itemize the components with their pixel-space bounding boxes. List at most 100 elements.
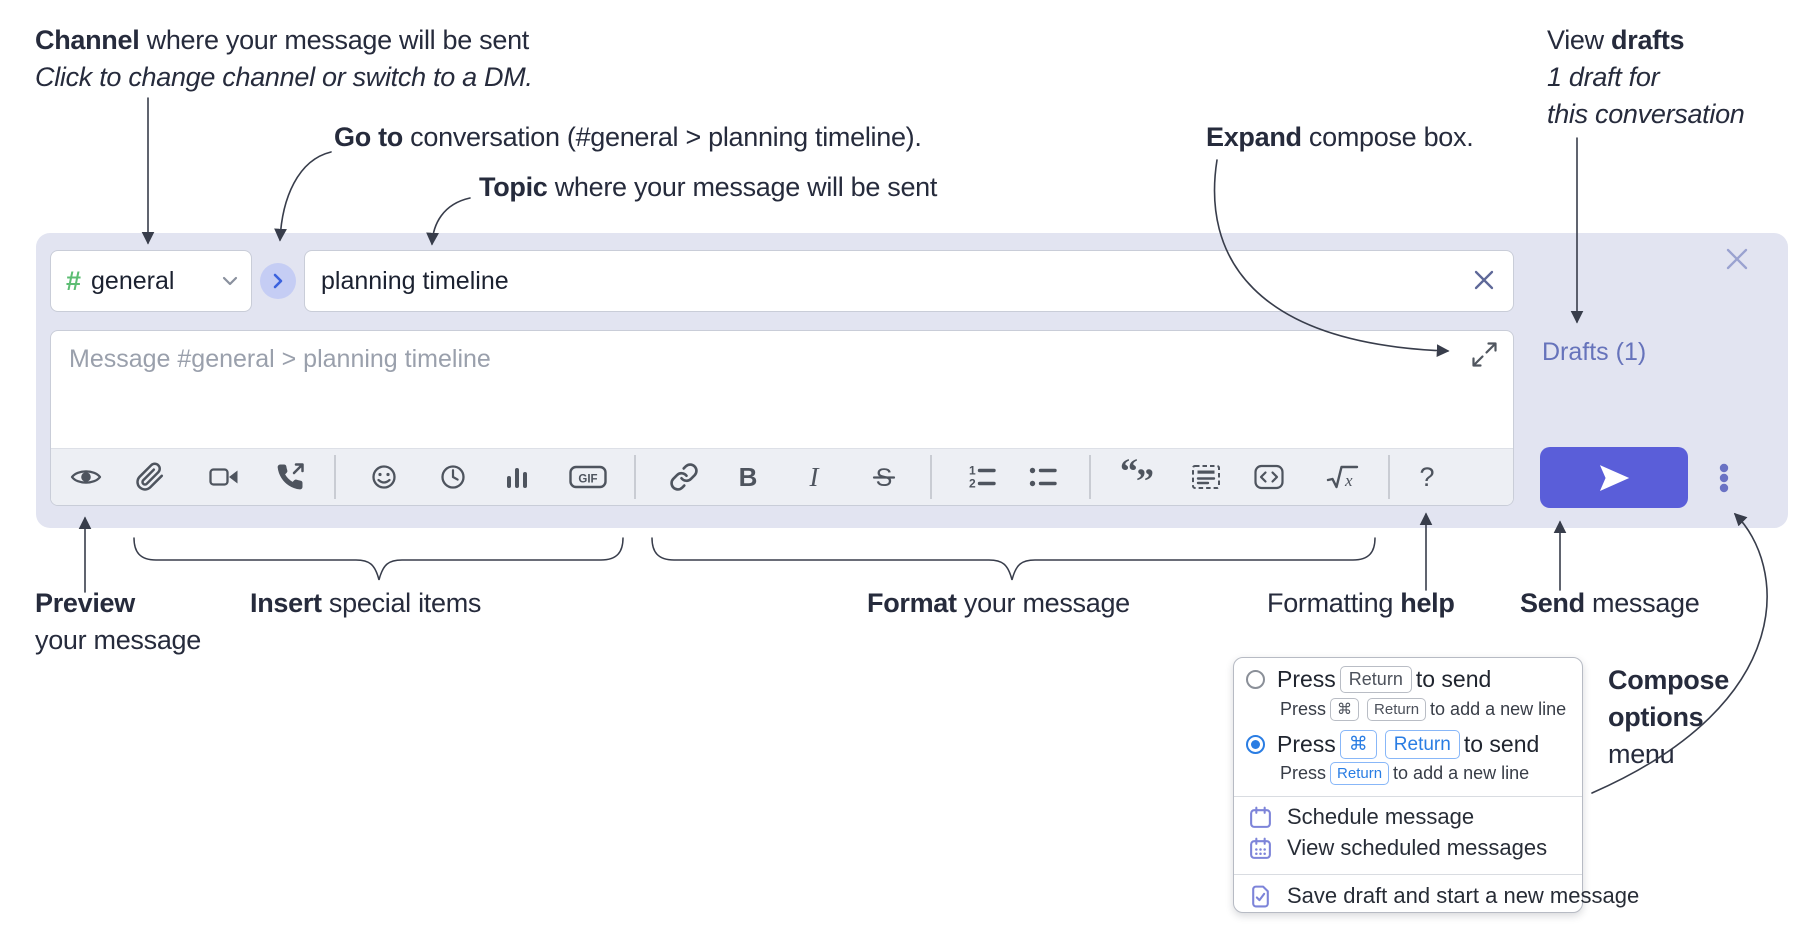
goto-annotation: Go to conversation (#general > planning … xyxy=(334,122,922,152)
add-poll-button[interactable] xyxy=(497,457,537,497)
expand-icon xyxy=(1471,342,1497,367)
drafts-link[interactable]: Drafts (1) xyxy=(1542,338,1647,366)
compose-toolbar: GIF B xyxy=(51,448,1513,505)
insert-annotation: Insert special items xyxy=(250,588,482,618)
spoiler-icon xyxy=(1192,465,1220,489)
calendar-icon xyxy=(1250,806,1271,828)
spoiler-button[interactable] xyxy=(1186,457,1226,497)
code-button[interactable] xyxy=(1249,457,1289,497)
clear-topic-button[interactable] xyxy=(1471,268,1497,294)
compose-box: # general xyxy=(36,233,1788,528)
close-icon xyxy=(1474,270,1494,290)
kbd-return: Return xyxy=(1384,730,1460,759)
save-draft-icon xyxy=(1252,885,1269,907)
preview-button[interactable] xyxy=(66,457,106,497)
link-icon xyxy=(670,463,698,491)
paperclip-icon xyxy=(136,462,164,491)
quote-button[interactable]: “ ” xyxy=(1117,457,1157,497)
toolbar-divider xyxy=(634,455,636,499)
kbd-return: Return xyxy=(1330,762,1390,785)
bulleted-list-icon xyxy=(1029,467,1057,487)
close-compose-button[interactable] xyxy=(1722,245,1752,275)
send-option-return[interactable]: Press Return to send xyxy=(1246,666,1491,693)
channel-annotation: Channel where your message will be sent … xyxy=(35,25,533,92)
svg-text:GIF: GIF xyxy=(578,474,597,486)
video-camera-icon xyxy=(209,468,238,486)
popup-divider xyxy=(1234,874,1582,875)
send-button[interactable] xyxy=(1540,447,1688,508)
save-draft-item[interactable]: Save draft and start a new message xyxy=(1248,883,1639,909)
format-annotation: Format your message xyxy=(867,588,1130,618)
strikethrough-button[interactable]: S xyxy=(864,457,904,497)
svg-text:I: I xyxy=(809,462,821,492)
compose-options-popup: Press Return to send Press ⌘ Return to a… xyxy=(1233,657,1639,913)
toolbar-divider xyxy=(930,455,932,499)
square-root-icon: x xyxy=(1326,465,1359,490)
topic-input-wrap xyxy=(304,250,1514,312)
italic-icon: I xyxy=(809,462,821,492)
insert-brace xyxy=(133,537,624,581)
add-gif-button[interactable]: GIF xyxy=(566,457,610,497)
strikethrough-icon: S xyxy=(872,464,896,492)
schedule-message-item[interactable]: Schedule message xyxy=(1248,804,1474,830)
svg-text:“: “ xyxy=(1120,459,1138,491)
math-button[interactable]: x xyxy=(1323,457,1363,497)
link-button[interactable] xyxy=(664,457,704,497)
goto-arrow xyxy=(274,151,332,242)
quote-icon: “ ” xyxy=(1120,459,1154,495)
go-to-conversation-button[interactable] xyxy=(260,263,296,299)
compose-options-button[interactable] xyxy=(1706,460,1742,496)
svg-text:B: B xyxy=(739,462,758,492)
smiley-icon xyxy=(372,465,396,489)
clock-icon xyxy=(441,465,465,489)
channel-selector[interactable]: # general xyxy=(50,250,252,312)
numbered-list-button[interactable]: 1 2 xyxy=(962,457,1002,497)
add-global-time-button[interactable] xyxy=(433,457,473,497)
add-voice-call-button[interactable] xyxy=(270,457,310,497)
svg-text:?: ? xyxy=(1419,462,1434,492)
italic-button[interactable]: I xyxy=(794,457,834,497)
chevron-right-icon xyxy=(273,273,283,289)
bold-button[interactable]: B xyxy=(728,457,768,497)
preview-annotation: Preview your message xyxy=(35,588,201,655)
kbd-cmd: ⌘ xyxy=(1330,698,1360,721)
bulleted-list-button[interactable] xyxy=(1023,457,1063,497)
toolbar-divider xyxy=(334,455,336,499)
svg-text:”: ” xyxy=(1136,461,1154,495)
formatting-help-button[interactable]: ? xyxy=(1407,457,1447,497)
expand-annotation: Expand compose box. xyxy=(1206,122,1474,152)
svg-text:1: 1 xyxy=(969,464,976,478)
bar-chart-icon xyxy=(507,468,527,488)
formatting-help-annotation: Formatting help xyxy=(1267,588,1455,618)
expand-compose-button[interactable] xyxy=(1469,341,1499,371)
format-brace xyxy=(651,537,1376,581)
attach-file-button[interactable] xyxy=(130,457,170,497)
message-box: GIF B xyxy=(50,330,1514,506)
toolbar-divider xyxy=(1388,455,1390,499)
message-input[interactable] xyxy=(51,331,1469,445)
numbered-list-icon: 1 2 xyxy=(969,464,996,491)
eye-icon xyxy=(70,470,102,484)
radio-selected-icon[interactable] xyxy=(1246,735,1265,754)
view-scheduled-messages-item[interactable]: View scheduled messages xyxy=(1248,835,1547,861)
chevron-down-icon xyxy=(222,276,238,286)
compose-options-annotation: Compose options menu xyxy=(1608,665,1729,769)
gif-icon: GIF xyxy=(569,465,607,489)
kbd-return: Return xyxy=(1339,666,1412,693)
code-icon xyxy=(1254,464,1284,490)
drafts-annotation: View drafts 1 draft for this conversatio… xyxy=(1547,25,1745,129)
send-annotation: Send message xyxy=(1520,588,1700,618)
vertical-ellipsis-icon xyxy=(1719,463,1729,493)
toolbar-divider xyxy=(1089,455,1091,499)
phone-call-icon xyxy=(277,463,304,490)
emoji-button[interactable] xyxy=(364,457,404,497)
kbd-cmd: ⌘ xyxy=(1339,730,1377,759)
topic-input[interactable] xyxy=(321,251,1461,311)
radio-unselected-icon[interactable] xyxy=(1246,670,1265,689)
send-option-return-subtext: Press ⌘ Return to add a new line xyxy=(1280,698,1567,721)
add-video-call-button[interactable] xyxy=(204,457,244,497)
bold-icon: B xyxy=(739,462,758,492)
channel-name: general xyxy=(91,266,175,295)
send-option-cmd-return[interactable]: Press ⌘ Return to send xyxy=(1246,730,1539,759)
